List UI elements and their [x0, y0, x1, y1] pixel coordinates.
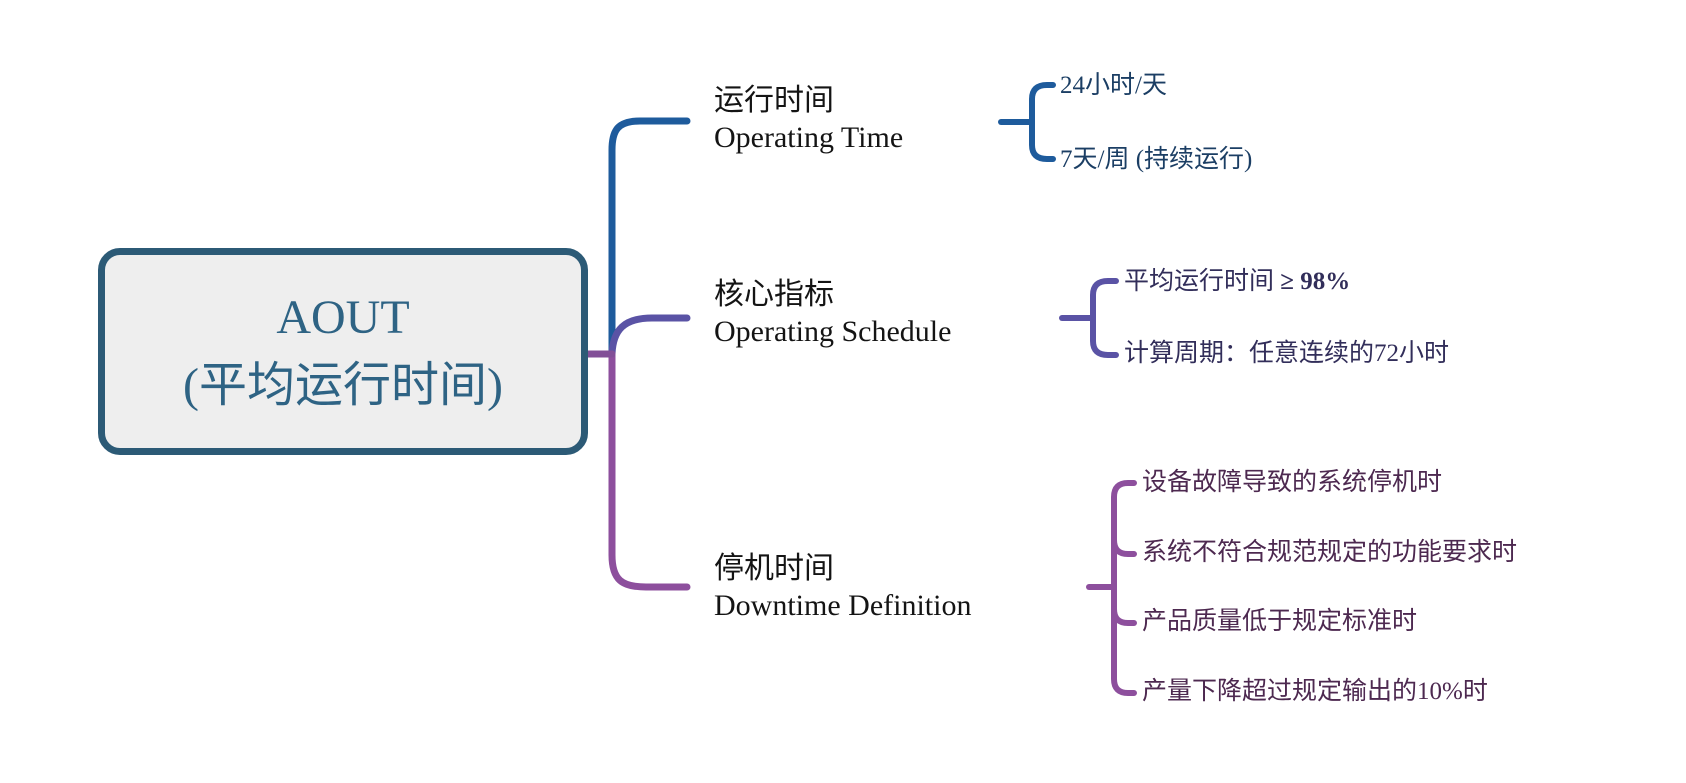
branch1-connector	[608, 117, 691, 358]
branch3-child-2: 系统不符合规范规定的功能要求时	[1142, 539, 1518, 566]
branch1-bracket	[1029, 82, 1056, 162]
branch3-bracket-hook3	[1111, 606, 1137, 626]
branch3-label: 停机时间 Downtime Definition	[714, 550, 971, 624]
branch3-child-1: 设备故障导致的系统停机时	[1142, 469, 1443, 496]
branch3-bracket-hook2	[1111, 537, 1137, 557]
branch3-child-4: 产量下降超过规定输出的10%时	[1142, 678, 1488, 705]
branch2-connector	[608, 314, 691, 358]
root-subtitle: (平均运行时间)	[183, 358, 503, 412]
branch1-label-zh: 运行时间	[714, 84, 834, 117]
branch3-child-3: 产品质量低于规定标准时	[1142, 608, 1418, 635]
branch2-label: 核心指标 Operating Schedule	[714, 276, 951, 350]
branch2-bracket	[1090, 278, 1119, 358]
branch1-label: 运行时间 Operating Time	[714, 82, 903, 156]
branch1-child-1: 24小时/天	[1060, 72, 1167, 99]
branch1-label-en: Operating Time	[714, 121, 904, 154]
branch3-connector	[608, 350, 691, 591]
branch2-label-zh: 核心指标	[714, 278, 834, 311]
root-node: AOUT (平均运行时间)	[98, 248, 588, 455]
branch3-label-zh: 停机时间	[714, 552, 834, 585]
root-title: AOUT	[276, 290, 410, 344]
branch2-label-en: Operating Schedule	[714, 315, 952, 348]
branch2-child-1: 平均运行时间 ≥ 98%	[1124, 268, 1351, 295]
branch1-child-2: 7天/周 (持续运行)	[1060, 146, 1253, 173]
branch3-label-en: Downtime Definition	[714, 589, 972, 622]
branch3-bracket	[1111, 480, 1137, 696]
branch2-child-2: 计算周期：任意连续的72小时	[1124, 340, 1450, 367]
